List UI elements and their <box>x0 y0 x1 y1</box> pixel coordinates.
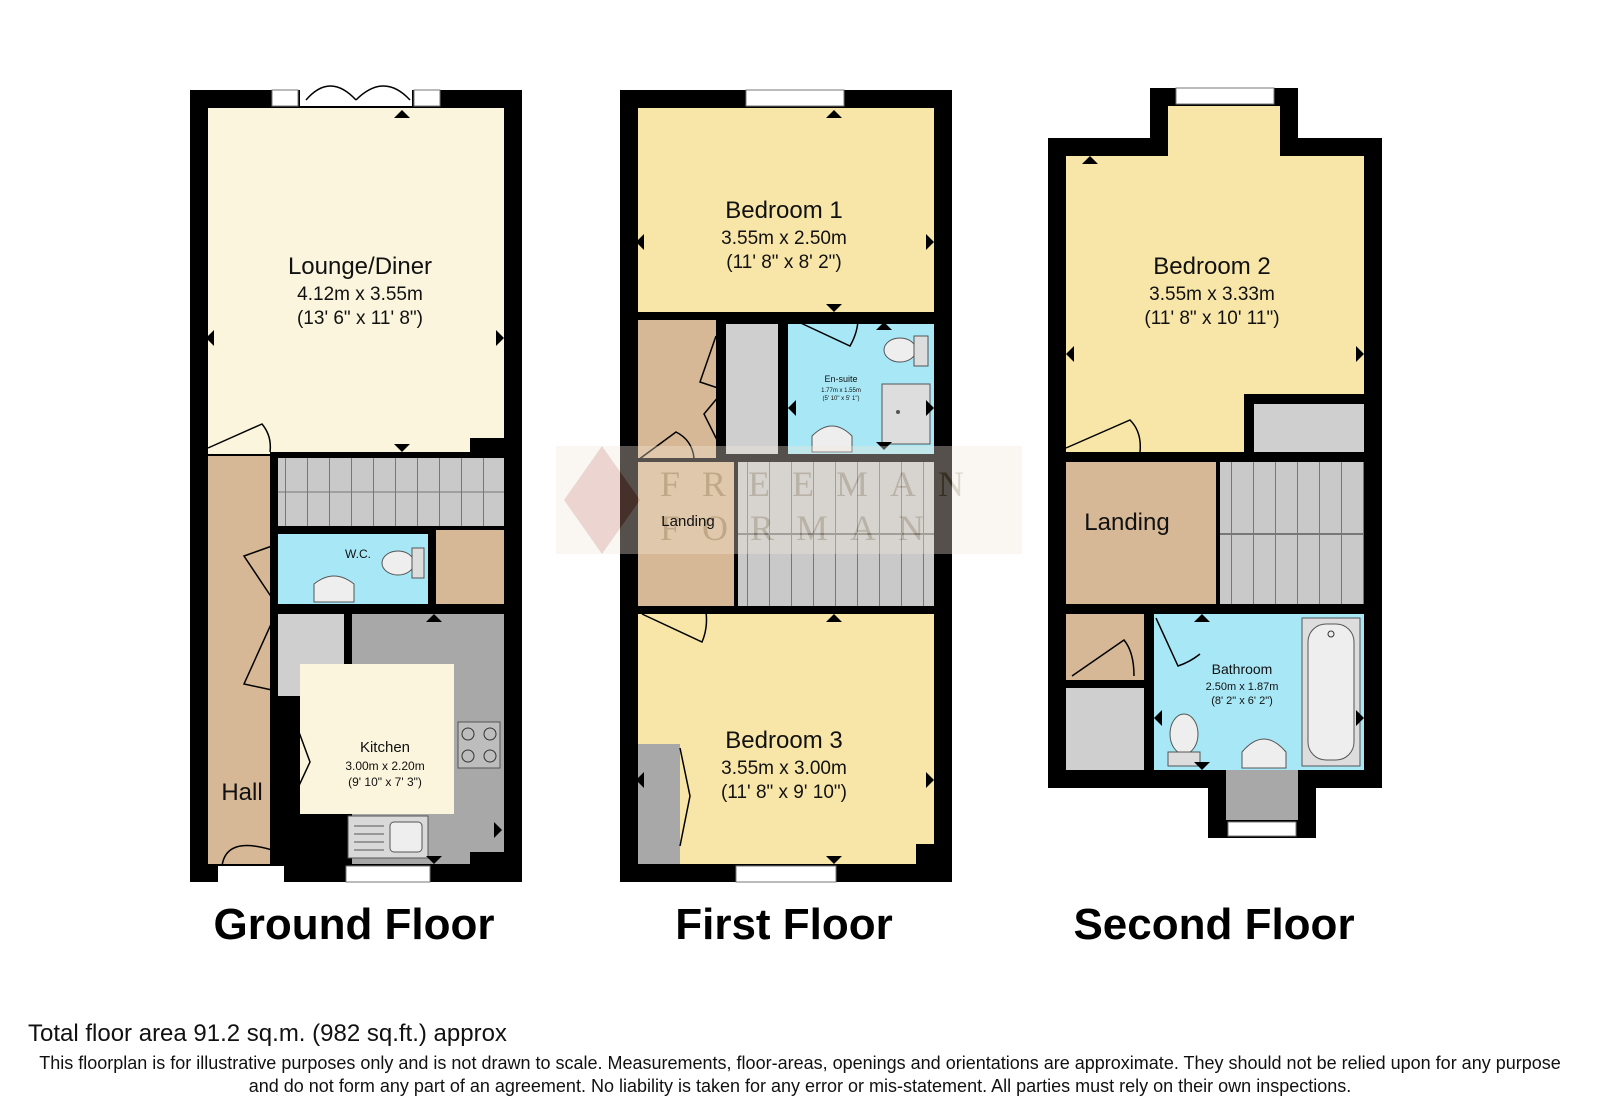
toilet-icon <box>1167 713 1201 767</box>
french-doors <box>300 90 412 106</box>
bath-icon <box>1301 617 1361 767</box>
bathroom-name: Bathroom <box>1212 661 1273 677</box>
floor-plan: FREEMAN FORMAN Lounge/Diner 4.12m x 3.55… <box>190 85 1382 949</box>
bedroom-1-room <box>638 108 934 312</box>
hall-room <box>208 456 270 864</box>
bedroom-3-name: Bedroom 3 <box>725 727 842 754</box>
ensuite-metric: 1.77m x 1.55m <box>821 388 861 394</box>
basin-icon <box>313 575 355 603</box>
second-landing-name: Landing <box>1084 509 1169 536</box>
kitchen-metric: 3.00m x 2.20m <box>345 759 424 773</box>
bedroom-1-imperial: (11' 8" x 8' 2") <box>726 252 841 273</box>
window <box>735 865 837 883</box>
kitchen-imperial: (9' 10" x 7' 3") <box>348 775 422 789</box>
bedroom-2-room <box>1066 106 1364 452</box>
shower-icon <box>881 383 931 445</box>
bedroom-3-imperial: (11' 8" x 9' 10") <box>721 782 847 803</box>
bedroom-3-wardrobe <box>638 744 680 864</box>
bedroom-2-name: Bedroom 2 <box>1153 253 1270 280</box>
disclaimer: This floorplan is for illustrative purpo… <box>39 1053 1561 1096</box>
basin-icon <box>811 425 853 453</box>
basin-icon <box>1241 738 1287 769</box>
bedroom-1-metric: 3.55m x 2.50m <box>721 228 847 249</box>
window <box>413 89 441 107</box>
total-floor-area: Total floor area 91.2 sq.m. (982 sq.ft.)… <box>28 1020 507 1047</box>
window <box>1227 821 1297 837</box>
bathroom-imperial: (8' 2" x 6' 2") <box>1211 695 1273 707</box>
second-floor-plan <box>1048 87 1382 838</box>
wardrobe <box>638 320 716 458</box>
lounge-imperial: (13' 6" x 11' 8") <box>297 308 423 329</box>
window <box>345 865 431 883</box>
hall-name: Hall <box>221 779 262 806</box>
window <box>271 89 299 107</box>
sink-icon <box>347 815 429 859</box>
lounge-diner-room <box>208 108 504 454</box>
ensuite-imperial: (5' 10" x 5' 1") <box>823 396 860 402</box>
ground-floor-plan <box>190 85 522 883</box>
bedroom-2-metric: 3.55m x 3.33m <box>1149 284 1275 305</box>
lounge-metric: 4.12m x 3.55m <box>297 284 423 305</box>
first-landing-name: Landing <box>661 513 714 530</box>
toilet-icon <box>883 335 929 367</box>
bedroom-1-name: Bedroom 1 <box>725 197 842 224</box>
front-door-opening <box>218 866 284 882</box>
window <box>745 89 845 107</box>
bathroom-metric: 2.50m x 1.87m <box>1206 681 1279 693</box>
wardrobe-store <box>726 324 778 458</box>
kitchen-name: Kitchen <box>360 739 410 756</box>
watermark-line-1: FREEMAN <box>660 464 986 504</box>
wc-name: W.C. <box>345 547 371 561</box>
second-floor-title: Second Floor <box>1073 900 1354 949</box>
watermark-line-2: FORMAN <box>660 508 946 548</box>
bedroom-2-store <box>1254 404 1364 452</box>
landing-room <box>1066 462 1216 604</box>
store-cupboard <box>1066 688 1144 770</box>
ground-floor-title: Ground Floor <box>213 900 494 949</box>
first-floor-plan <box>620 89 952 883</box>
bay-window-recess <box>1226 770 1298 820</box>
first-floor-title: First Floor <box>675 900 893 949</box>
landing-room <box>638 462 734 606</box>
bedroom-2-imperial: (11' 8" x 10' 11") <box>1144 308 1279 329</box>
window <box>1175 87 1275 105</box>
toilet-icon <box>381 547 425 579</box>
lounge-name: Lounge/Diner <box>288 253 432 280</box>
hob-icon <box>457 721 501 769</box>
airing-cupboard <box>1066 614 1144 680</box>
bedroom-3-room <box>638 614 934 864</box>
ensuite-name: En-suite <box>824 374 857 384</box>
understairs-cupboard <box>436 530 504 604</box>
watermark: FREEMAN FORMAN <box>556 446 1022 554</box>
bedroom-3-metric: 3.55m x 3.00m <box>721 758 847 779</box>
